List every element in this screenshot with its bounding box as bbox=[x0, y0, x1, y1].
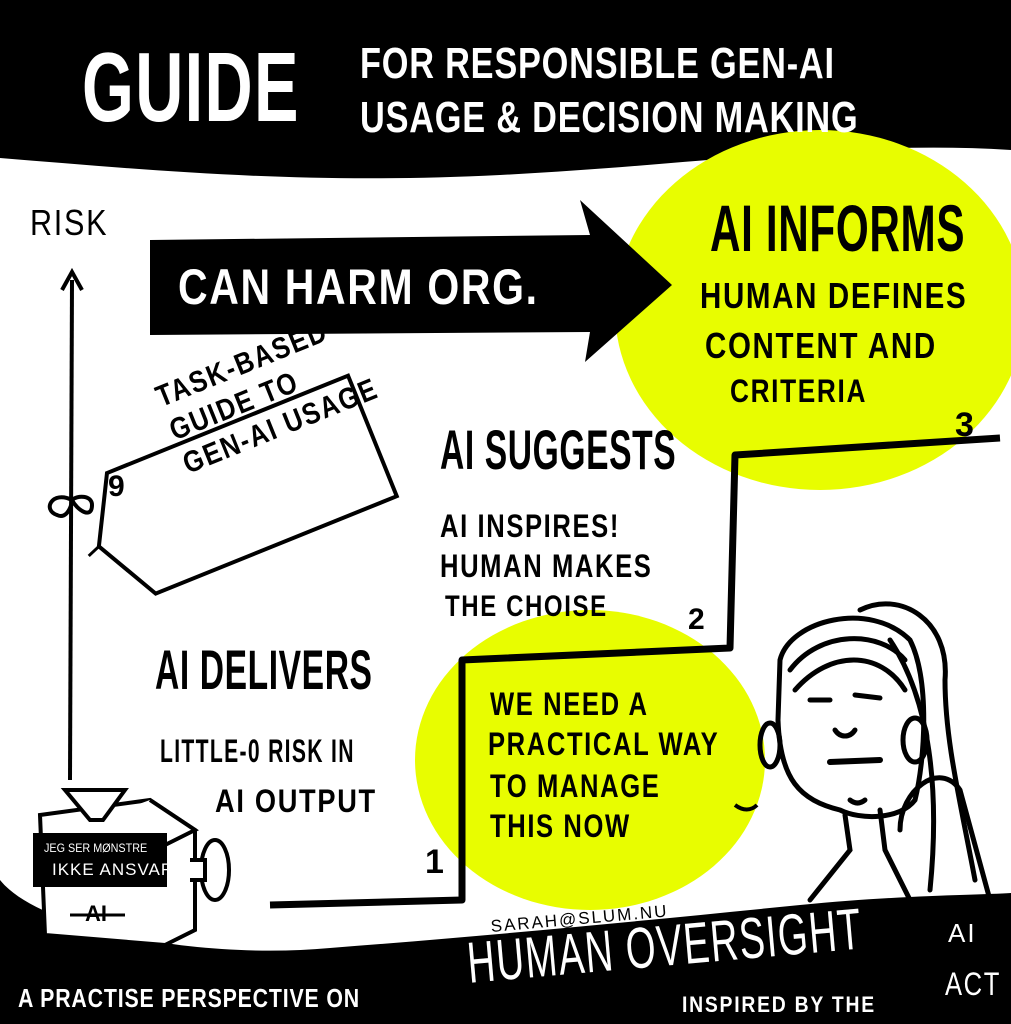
level2-line2: HUMAN MAKES bbox=[440, 548, 653, 584]
level1-title: AI DELIVERs bbox=[155, 638, 373, 701]
smile-mark bbox=[733, 803, 759, 812]
level2-line3: THE CHOISE bbox=[445, 590, 608, 623]
level3-line1: HUMAN DEFINES bbox=[700, 275, 968, 316]
staircase-line bbox=[269, 434, 1001, 909]
harm-arrow-label: CAN HARM ORG. bbox=[178, 259, 539, 315]
level1-step-number: 1 bbox=[425, 843, 446, 881]
risk-axis-arrow bbox=[47, 267, 95, 781]
robot-screen-line2: IKKE ANSVAR bbox=[52, 860, 175, 879]
robot-screen-line1: JEG SER MØNSTRE bbox=[44, 841, 148, 855]
level1-line2: AI OUTPUT bbox=[215, 783, 377, 819]
header-title: GUIDE bbox=[82, 32, 300, 142]
yellow-blob-bottom bbox=[415, 610, 765, 910]
speech-line3: TO MANAGE bbox=[490, 768, 661, 804]
level3-line3: CRITERIA bbox=[730, 373, 868, 409]
level3-title: AI INFORMs bbox=[710, 191, 966, 265]
footer-band bbox=[0, 880, 1011, 1024]
robot-label: AI bbox=[85, 901, 107, 926]
footer-part4-bottom: ACT bbox=[945, 966, 1001, 1002]
header-subtitle-line2: USAGE & DECISION MAKING bbox=[360, 93, 859, 142]
woman-illustration bbox=[757, 601, 993, 903]
speech-line2: PRACTICAL WAY bbox=[488, 726, 720, 762]
level1-line1: LITTLE-0 RISK IN bbox=[160, 733, 355, 769]
risk-axis-label: RISK bbox=[30, 202, 109, 243]
header-subtitle-line1: FOR RESPONSIBLE GEN-AI bbox=[360, 39, 835, 88]
speech-line4: THIS NOW bbox=[490, 808, 631, 844]
header-band bbox=[0, 0, 1011, 179]
yellow-blob-top bbox=[615, 130, 1011, 490]
footer-part1: A PRACTISE PERSPECTIVE ON bbox=[18, 983, 360, 1013]
level2-line1: AI INSPIRES! bbox=[440, 508, 620, 544]
harm-arrow bbox=[150, 200, 672, 362]
speech-line1: WE NEED A bbox=[490, 686, 649, 722]
robot-illustration bbox=[33, 788, 231, 948]
level3-line2: CONTENT AND bbox=[705, 325, 937, 366]
level2-title: AI SUGGESTs bbox=[440, 418, 677, 481]
footer-part3: INSPIRED BY THE bbox=[682, 992, 876, 1017]
tag-shape bbox=[87, 373, 400, 596]
tag-number: 9 bbox=[108, 470, 127, 503]
footer-part4-top: AI bbox=[948, 918, 977, 948]
level3-step-number: 3 bbox=[955, 406, 976, 444]
level2-step-number: 2 bbox=[688, 603, 707, 636]
